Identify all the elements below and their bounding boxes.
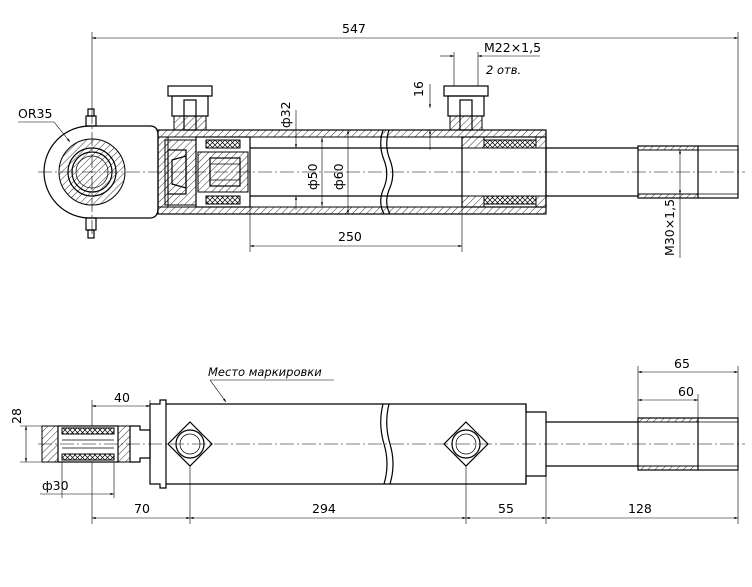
- eye-bore-dim: ф30: [42, 478, 69, 493]
- eye-side: [41, 425, 151, 463]
- eye-radius-label: OR35: [18, 106, 52, 121]
- overall-length-dim: 547: [342, 21, 366, 36]
- thread-length-dim: 65: [674, 356, 690, 371]
- rod-diameter-dim: ф32: [278, 101, 293, 128]
- rod-gland: [461, 136, 547, 208]
- front-port: [443, 85, 489, 131]
- bore-diameter-dim: ф60: [331, 163, 346, 190]
- piston-rod: [546, 145, 739, 199]
- eye-offset-dim: 40: [114, 390, 130, 405]
- thread-usable-dim: 60: [678, 384, 694, 399]
- port-to-end-dim: 55: [498, 501, 514, 516]
- top-section-view: OR35: [18, 21, 745, 258]
- port-offset-dim: 16: [411, 81, 426, 97]
- rod-thread-dim: M30×1,5: [662, 199, 677, 256]
- rear-port: [167, 85, 213, 131]
- port-count-dim: 2 отв.: [486, 63, 521, 77]
- eye-to-port-dim: 70: [134, 501, 150, 516]
- piston-diameter-dim: ф50: [305, 163, 320, 190]
- eye-width-dim: 28: [9, 408, 24, 424]
- rod-extension-dim: 128: [628, 501, 652, 516]
- rear-eye: [43, 108, 159, 239]
- port-to-port-dim: 294: [312, 501, 336, 516]
- piston: [195, 136, 251, 208]
- rod-end-side: [637, 417, 739, 471]
- stroke-dim: 250: [338, 229, 362, 244]
- port-thread-dim: M22×1,5: [484, 40, 541, 55]
- marking-location-label: Место маркировки: [208, 365, 322, 379]
- cylinder-barrel: [157, 129, 547, 215]
- bottom-side-view: Место маркировки 28 40 ф30 70 294 55 128: [9, 356, 745, 524]
